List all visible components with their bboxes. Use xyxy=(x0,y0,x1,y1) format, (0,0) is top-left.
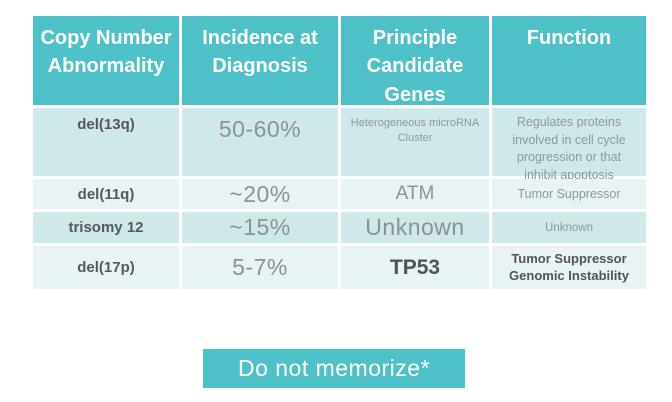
table-row-del17p-genes: TP53 xyxy=(341,246,489,289)
table-row-del11q-genes: ATM xyxy=(341,179,489,209)
header-copy-number-abnormality: Copy Number Abnormality xyxy=(33,16,179,105)
header-function: Function xyxy=(492,16,646,105)
table-row-trisomy12-incidence: ~15% xyxy=(182,212,338,243)
header-principle-candidate-genes: Principle Candidate Genes xyxy=(341,16,489,106)
table-row-del13q-abnormality: del(13q) xyxy=(33,108,179,176)
table-row-del13q-genes: Heterogeneous microRNA Cluster xyxy=(341,108,489,176)
header-incidence-at-diagnosis: Incidence at Diagnosis xyxy=(182,16,338,105)
table-row-del17p-abnormality: del(17p) xyxy=(33,246,179,289)
table-row-trisomy12-genes: Unknown xyxy=(341,212,489,243)
copy-number-abnormality-table: Copy Number Abnormality Incidence at Dia… xyxy=(33,16,646,289)
do-not-memorize-banner: Do not memorize* xyxy=(203,349,465,388)
table-row-del13q-incidence: 50-60% xyxy=(182,108,338,176)
table-row-del13q-function: Regulates proteins involved in cell cycl… xyxy=(492,108,646,182)
table-row-del11q-function: Tumor Suppressor xyxy=(492,179,646,209)
table-row-del17p-function: Tumor Suppressor Genomic Instability xyxy=(492,246,646,289)
table-row-del11q-incidence: ~20% xyxy=(182,179,338,209)
table-row-trisomy12-function: Unknown xyxy=(492,212,646,243)
table-row-del17p-incidence: 5-7% xyxy=(182,246,338,289)
table-row-trisomy12-abnormality: trisomy 12 xyxy=(33,212,179,243)
table-row-del11q-abnormality: del(11q) xyxy=(33,179,179,209)
